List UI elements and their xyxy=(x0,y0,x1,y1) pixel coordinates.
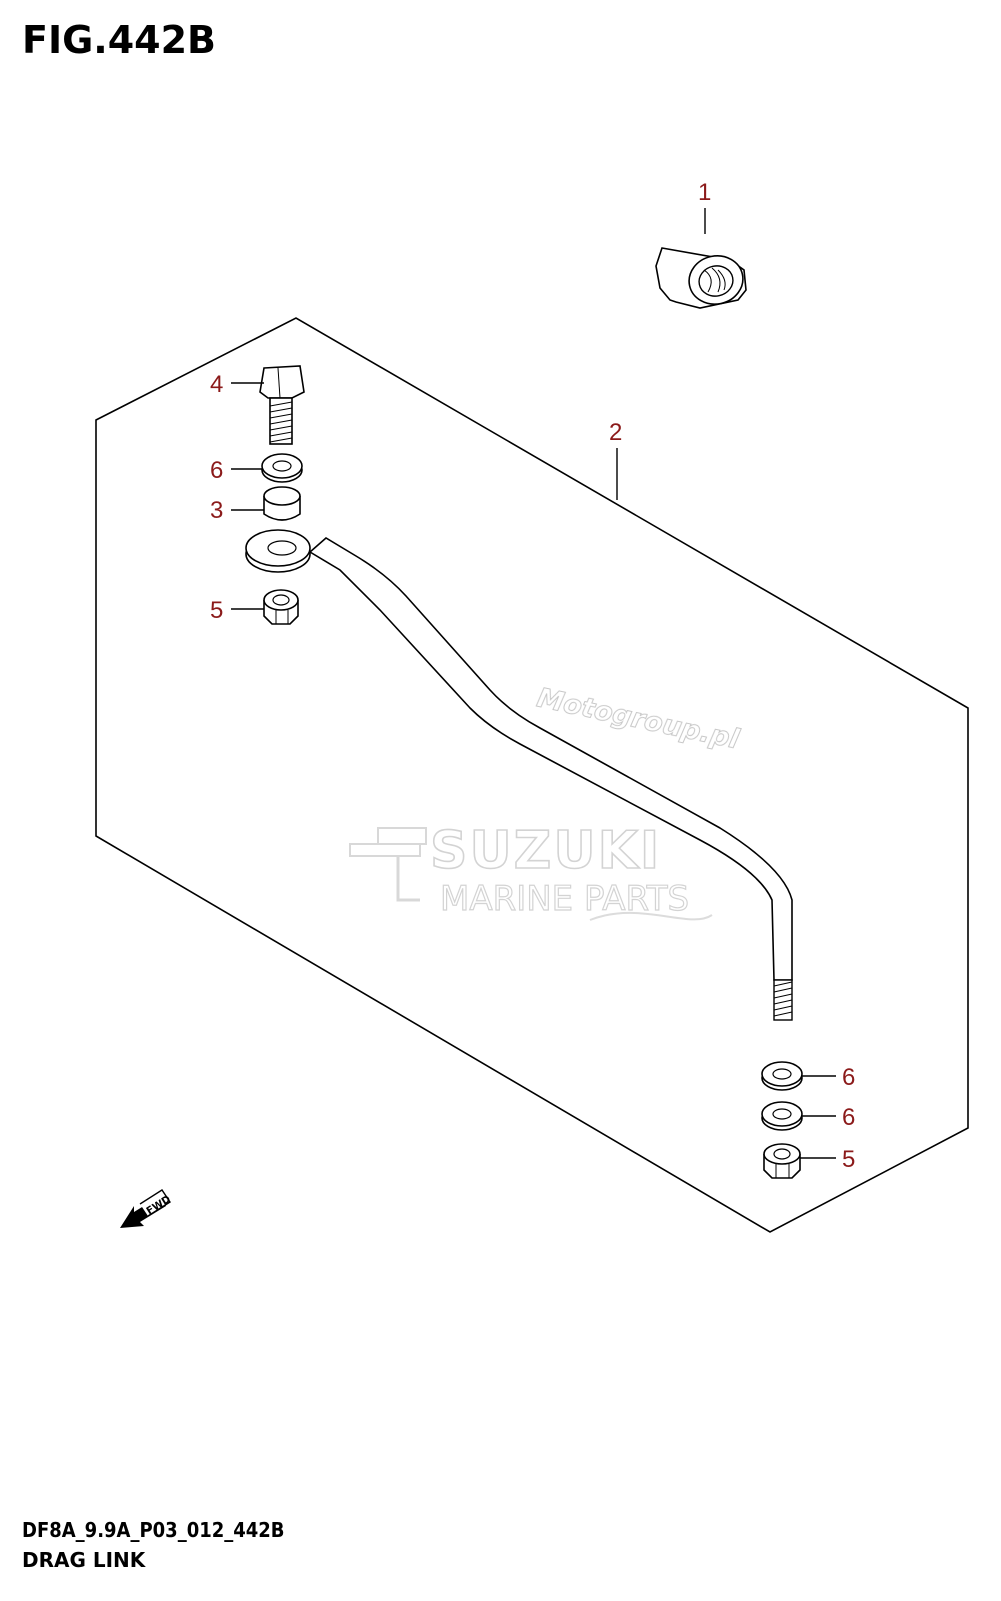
part-4-bolt xyxy=(259,365,305,445)
assembly-outline xyxy=(95,317,969,1233)
part-6-washer-lower-1 xyxy=(761,1061,803,1091)
callout-6-lower-2: 6 xyxy=(842,1104,855,1131)
part-5-nut-lower xyxy=(763,1143,801,1179)
part-6-washer xyxy=(261,453,303,483)
figure-name: DRAG LINK xyxy=(22,1548,146,1572)
leader-lines xyxy=(231,208,836,1159)
callout-5-lower: 5 xyxy=(842,1146,855,1173)
callout-1: 1 xyxy=(698,179,711,206)
watermark-logo-icon xyxy=(349,827,427,902)
callout-2: 2 xyxy=(609,419,622,446)
part-2-drag-link xyxy=(245,529,793,1021)
watermark-marine-parts: MARINE PARTS xyxy=(440,879,689,919)
callout-6-lower-1: 6 xyxy=(842,1064,855,1091)
callout-5: 5 xyxy=(210,597,223,624)
fwd-arrow-icon: FWD xyxy=(120,1189,173,1228)
watermark: Motogroup.pl SUZUKI MARINE PARTS xyxy=(349,682,743,921)
part-1-cap xyxy=(655,247,747,309)
figure-title: FIG.442B xyxy=(22,18,217,62)
part-3-collar xyxy=(263,486,301,521)
callout-4: 4 xyxy=(210,371,223,398)
callout-6: 6 xyxy=(210,457,223,484)
watermark-brand: SUZUKI xyxy=(430,821,661,881)
callout-3: 3 xyxy=(210,497,223,524)
part-5-nut xyxy=(263,589,299,625)
figure-code: DF8A_9.9A_P03_012_442B xyxy=(22,1518,285,1542)
part-6-washer-lower-2 xyxy=(761,1101,803,1131)
